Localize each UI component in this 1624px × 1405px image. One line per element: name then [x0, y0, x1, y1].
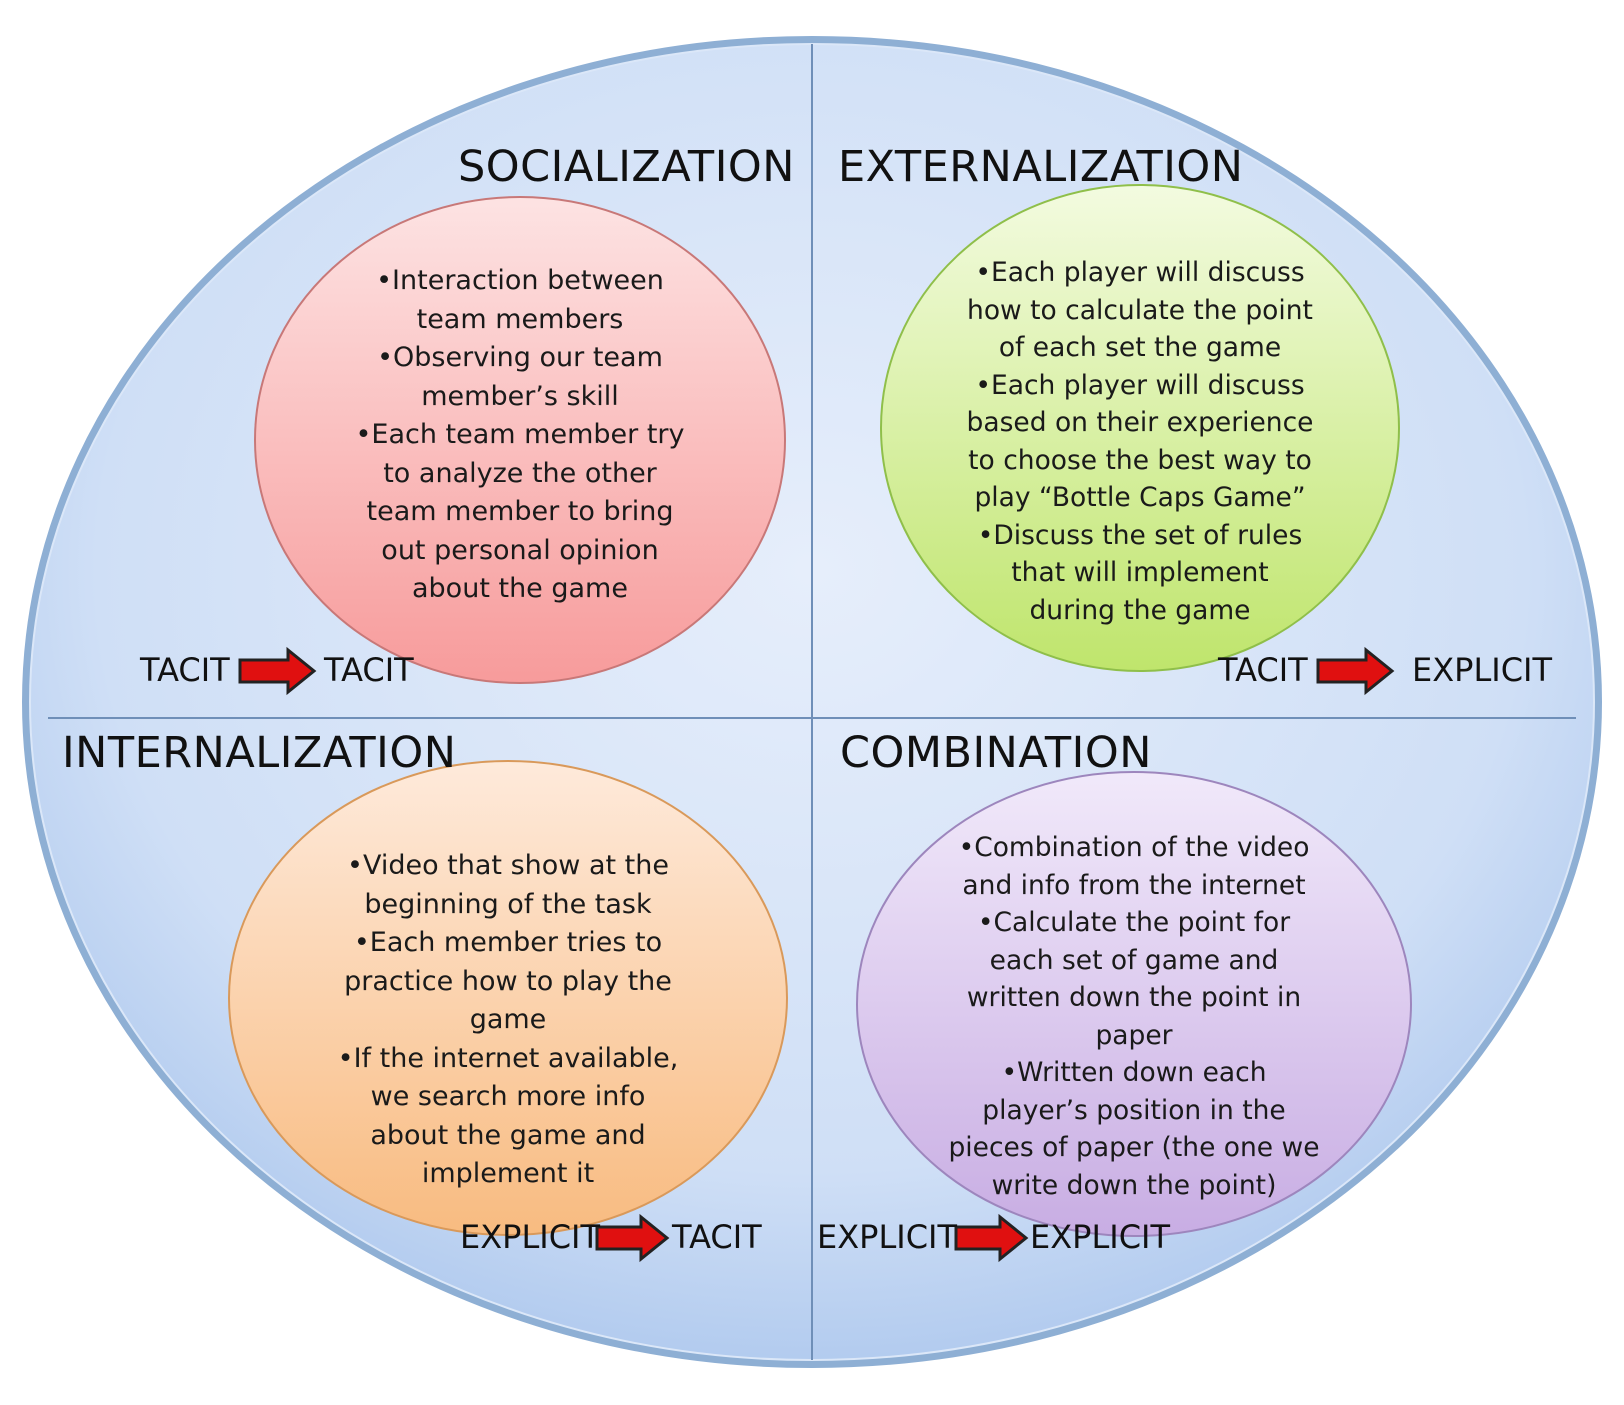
bullet-line: •Written down each [1001, 1057, 1267, 1088]
internalization-bubble [228, 760, 788, 1236]
internalization-from-label: EXPLICIT [460, 1218, 601, 1256]
bullet-line: member’s skill [421, 380, 619, 412]
arrow-icon [238, 646, 317, 696]
bullet-line: •Each player will discuss [975, 369, 1305, 401]
bullet-line: about the game [412, 573, 628, 604]
bullet-line: implement it [421, 1158, 595, 1189]
arrow-icon [595, 1213, 670, 1263]
socialization-from-label: TACIT [140, 651, 230, 689]
internalization-title: INTERNALIZATION [62, 728, 457, 778]
bullet-line: •Interaction between [376, 265, 664, 296]
combination-text: •Combination of the video and info from … [934, 829, 1334, 1204]
bullet-line: player’s position in the [982, 1094, 1286, 1126]
bullet-line: •Each member tries to [353, 927, 663, 958]
bullet-line: paper [1095, 1019, 1173, 1051]
internalization-text: •Video that show at the beginning of the… [308, 847, 708, 1194]
bullet-line: of each set the game [998, 332, 1282, 363]
bullet-line: •If the internet available, [337, 1042, 679, 1074]
bullet-line: pieces of paper (the one we [948, 1132, 1320, 1163]
bullet-line: game [469, 1004, 547, 1035]
bullet-line: •Each team member try [355, 419, 685, 450]
internalization-to-label: TACIT [672, 1218, 762, 1256]
bullet-line: each set of game and [989, 944, 1279, 976]
bullet-line: about the game and [370, 1119, 646, 1151]
socialization-to-label: TACIT [324, 651, 414, 689]
bullet-line: •Combination of the video [958, 832, 1310, 863]
combination-from-label: EXPLICIT [817, 1218, 958, 1256]
socialization-text: •Interaction between team members •Obser… [320, 262, 720, 609]
bullet-line: to analyze the other [383, 457, 657, 489]
bullet-line: beginning of the task [364, 888, 652, 920]
bullet-line: •Discuss the set of rules [977, 519, 1303, 551]
combination-title: COMBINATION [840, 728, 1152, 778]
bullet-line: to choose the best way to [968, 444, 1312, 476]
externalization-text: •Each player will discuss how to calcula… [940, 254, 1340, 629]
bullet-line: write down the point) [991, 1169, 1277, 1201]
socialization-title: SOCIALIZATION [458, 142, 795, 192]
externalization-bubble [880, 184, 1400, 672]
bullet-line: and info from the internet [962, 869, 1306, 901]
arrow-icon [954, 1213, 1029, 1263]
externalization-from-label: TACIT [1218, 651, 1308, 689]
combination-to-label: EXPLICIT [1030, 1218, 1171, 1256]
externalization-title: EXTERNALIZATION [838, 142, 1244, 192]
combination-bubble [856, 771, 1412, 1237]
bullet-line: play “Bottle Caps Game” [974, 482, 1306, 513]
bullet-line: during the game [1029, 594, 1251, 626]
bullet-line: •Each player will discuss [975, 257, 1305, 288]
bullet-line: based on their experience [966, 407, 1314, 438]
bullet-line: practice how to play the [344, 965, 672, 997]
bullet-line: that will implement [1011, 557, 1269, 588]
socialization-bubble [254, 196, 786, 684]
bullet-line: written down the point in [966, 982, 1302, 1013]
bullet-line: team member to bring [366, 496, 674, 527]
bullet-line: how to calculate the point [967, 294, 1313, 326]
bullet-line: we search more info [370, 1081, 646, 1112]
arrow-icon [1316, 646, 1395, 696]
externalization-to-label: EXPLICIT [1412, 651, 1553, 689]
bullet-line: team members [416, 303, 624, 335]
bullet-line: out personal opinion [381, 534, 659, 566]
bullet-line: •Video that show at the [347, 850, 669, 881]
bullet-line: •Calculate the point for [977, 907, 1291, 938]
bullet-line: •Observing our team [377, 342, 663, 373]
